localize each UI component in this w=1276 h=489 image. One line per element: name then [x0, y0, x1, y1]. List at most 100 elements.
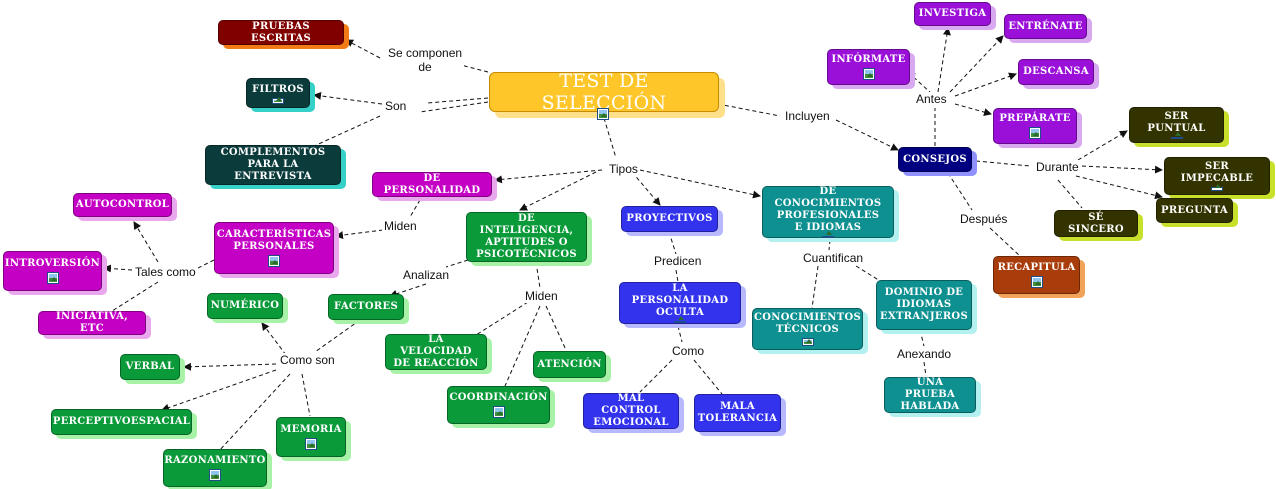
connector-line: [535, 261, 541, 289]
memoria-node[interactable]: MEMORIA: [276, 417, 346, 457]
image-icon: [305, 438, 317, 450]
mal-control-node[interactable]: MAL CONTROL EMOCIONAL: [583, 393, 679, 429]
link-label-despues: Después: [958, 212, 1010, 226]
conocimientos-tecnicos-label: CONOCIMIENTOS TÉCNICOS: [754, 312, 861, 335]
connector-line: [811, 265, 819, 309]
verbal-node[interactable]: VERBAL: [120, 354, 180, 380]
descansa-node[interactable]: DESCANSA: [1018, 59, 1094, 85]
connector-line: [835, 119, 899, 151]
image-icon: [46, 272, 59, 284]
autocontrol-node[interactable]: AUTOCONTROL: [73, 193, 172, 217]
image-icon: [1029, 127, 1041, 139]
coordinacion-label: COORDINACIÓN: [449, 392, 548, 403]
connector-line: [989, 227, 1021, 257]
test-seleccion-label: TEST DE SELECCIÓN: [541, 70, 667, 114]
investiga-node[interactable]: INVESTIGA: [914, 2, 991, 26]
pruebas-escritas-label: PRUEBAS ESCRITAS: [250, 20, 312, 44]
connector-line: [1077, 130, 1128, 161]
connector-line: [949, 35, 1004, 93]
de-personalidad-node[interactable]: DE PERSONALIDAD: [372, 172, 492, 197]
recapitula-label: RECAPITULA: [997, 262, 1076, 273]
connector-line: [409, 199, 421, 218]
image-icon: [862, 68, 875, 80]
connector-line: [133, 221, 159, 263]
mala-tolerancia-label: MALA TOLERANCIA: [697, 401, 778, 424]
connector-line: [504, 305, 541, 387]
mala-tolerancia-node[interactable]: MALA TOLERANCIA: [694, 394, 781, 432]
proyectivos-label: PROYECTIVOS: [626, 213, 713, 224]
informate-node[interactable]: INFÓRMATE: [827, 49, 910, 85]
ser-impecable-node[interactable]: SER IMPECABLE: [1164, 157, 1270, 195]
introversion-node[interactable]: INTROVERSIÓN: [3, 251, 102, 291]
velocidad-node[interactable]: LA VELOCIDAD DE REACCIÓN: [385, 334, 487, 370]
coordinacion-node[interactable]: COORDINACIÓN: [447, 386, 550, 424]
ser-puntual-node[interactable]: SER PUNTUAL: [1129, 107, 1224, 143]
connector-line: [1081, 165, 1163, 174]
connector-line: [1075, 175, 1163, 200]
connector-line: [975, 160, 1031, 167]
image-icon: [822, 231, 834, 238]
connector-line: [217, 373, 291, 453]
investiga-label: INVESTIGA: [918, 8, 987, 19]
link-label-como-son: Como son: [278, 353, 337, 367]
connector-line: [639, 169, 761, 199]
complementos-node[interactable]: COMPLEMENTOS PARA LA ENTREVISTA: [205, 145, 341, 185]
numerico-node[interactable]: NUMÉRICO: [207, 293, 283, 319]
iniciativa-node[interactable]: INICIATIVA, ETC: [38, 311, 146, 335]
consejos-node[interactable]: CONSEJOS: [898, 147, 972, 172]
de-conocimientos-node[interactable]: DE CONOCIMIENTOS PROFESIONALES E IDIOMAS: [762, 186, 894, 238]
se-sincero-node[interactable]: SÉ SINCERO: [1054, 210, 1138, 237]
personalidad-oculta-node[interactable]: LA PERSONALIDAD OCULTA: [619, 282, 741, 324]
connector-line: [445, 259, 469, 268]
connector-line: [937, 27, 951, 93]
link-label-durante: Durante: [1034, 160, 1081, 174]
connector-line: [631, 171, 661, 206]
caracteristicas-label: CARACTERÍSTICAS PERSONALES: [216, 229, 332, 252]
test-seleccion-node[interactable]: TEST DE SELECCIÓN: [489, 70, 719, 114]
ser-impecable-label: SER IMPECABLE: [1180, 161, 1254, 184]
razonamiento-node[interactable]: RAZONAMIENTO: [163, 449, 267, 487]
prueba-hablada-label: UNA PRUEBA HABLADA: [900, 377, 960, 412]
link-label-cuantifican: Cuantifican: [801, 251, 866, 265]
connector-line: [426, 97, 489, 104]
entrenate-label: ENTRÉNATE: [1008, 20, 1083, 32]
pregunta-node[interactable]: PREGUNTA: [1156, 198, 1233, 223]
factores-node[interactable]: FACTORES: [328, 294, 404, 320]
prueba-hablada-node[interactable]: UNA PRUEBA HABLADA: [884, 377, 976, 413]
connector-line: [103, 264, 133, 273]
connector-line: [954, 103, 992, 116]
connector-line: [519, 171, 597, 211]
numerico-label: NUMÉRICO: [210, 300, 280, 311]
filtros-node[interactable]: FILTROS: [246, 78, 310, 108]
perceptivoespacial-label: PERCEPTIVOESPACIAL: [52, 416, 191, 427]
image-icon: [597, 108, 609, 120]
connector-line: [545, 305, 567, 351]
pruebas-escritas-node[interactable]: PRUEBAS ESCRITAS: [218, 20, 344, 45]
image-icon: [674, 316, 686, 323]
atencion-node[interactable]: ATENCIÓN: [533, 351, 606, 378]
recapitula-node[interactable]: RECAPITULA: [993, 256, 1080, 294]
proyectivos-node[interactable]: PROYECTIVOS: [621, 206, 718, 232]
connector-line: [693, 359, 723, 395]
link-label-antes: Antes: [914, 92, 949, 106]
de-personalidad-label: DE PERSONALIDAD: [383, 172, 481, 196]
de-conocimientos-label: DE CONOCIMIENTOS PROFESIONALES E IDIOMAS: [774, 186, 882, 233]
connector-line: [345, 39, 381, 59]
conocimientos-tecnicos-node[interactable]: CONOCIMIENTOS TÉCNICOS: [752, 308, 863, 350]
introversion-label: INTROVERSIÓN: [4, 258, 101, 269]
filtros-label: FILTROS: [252, 84, 304, 95]
image-icon: [272, 97, 284, 104]
entrenate-node[interactable]: ENTRÉNATE: [1004, 14, 1087, 39]
connector-line: [311, 115, 381, 148]
caracteristicas-node[interactable]: CARACTERÍSTICAS PERSONALES: [214, 222, 334, 274]
image-icon: [1170, 132, 1183, 139]
perceptivoespacial-node[interactable]: PERCEPTIVOESPACIAL: [51, 409, 192, 435]
descansa-label: DESCANSA: [1023, 66, 1089, 77]
preparate-label: PREPÁRATE: [999, 113, 1071, 124]
preparate-node[interactable]: PREPÁRATE: [993, 108, 1077, 144]
image-icon: [801, 338, 814, 346]
connector-line: [947, 172, 973, 211]
dominio-idiomas-node[interactable]: DOMINIO DE IDIOMAS EXTRANJEROS: [876, 280, 972, 330]
de-inteligencia-node[interactable]: DE INTELIGENCIA, APTITUDES O PSICOTÉCNIC…: [466, 212, 587, 262]
consejos-label: CONSEJOS: [903, 153, 967, 165]
